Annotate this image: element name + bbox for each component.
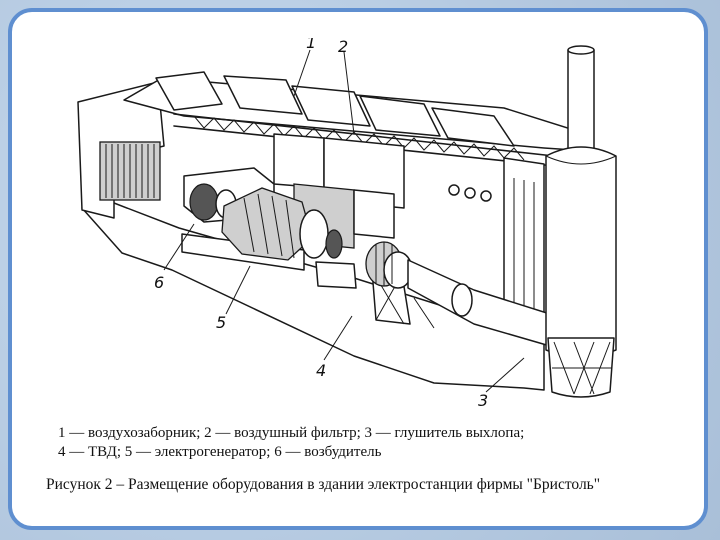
figure-caption: Рисунок 2 – Размещение оборудования в зд… (46, 476, 601, 493)
gearbox (315, 261, 357, 289)
label-1: 1 (306, 38, 316, 52)
leader-lines (163, 49, 525, 393)
label-3: 3 (478, 391, 488, 410)
legend-line-1: 1 — воздухозаборник; 2 — воздушный фильт… (58, 425, 525, 441)
exhaust-stack (567, 49, 595, 161)
air-intake (273, 133, 325, 189)
slide-frame: 1 2 3 4 5 6 1 — воздухозаборник; 2 — воз… (8, 8, 708, 530)
label-6: 6 (154, 273, 164, 292)
figure-legend: 1 — воздухозаборник; 2 — воздушный фильт… (58, 424, 678, 462)
label-5: 5 (216, 313, 226, 332)
generator (221, 187, 313, 261)
exciter (189, 183, 219, 221)
exhaust-silencer (545, 146, 617, 358)
legend-line-2: 4 — ТВД; 5 — электрогенератор; 6 — возбу… (58, 444, 382, 460)
power-plant-diagram: 1 2 3 4 5 6 (77, 38, 617, 410)
label-4: 4 (316, 361, 326, 380)
label-2: 2 (338, 38, 348, 56)
